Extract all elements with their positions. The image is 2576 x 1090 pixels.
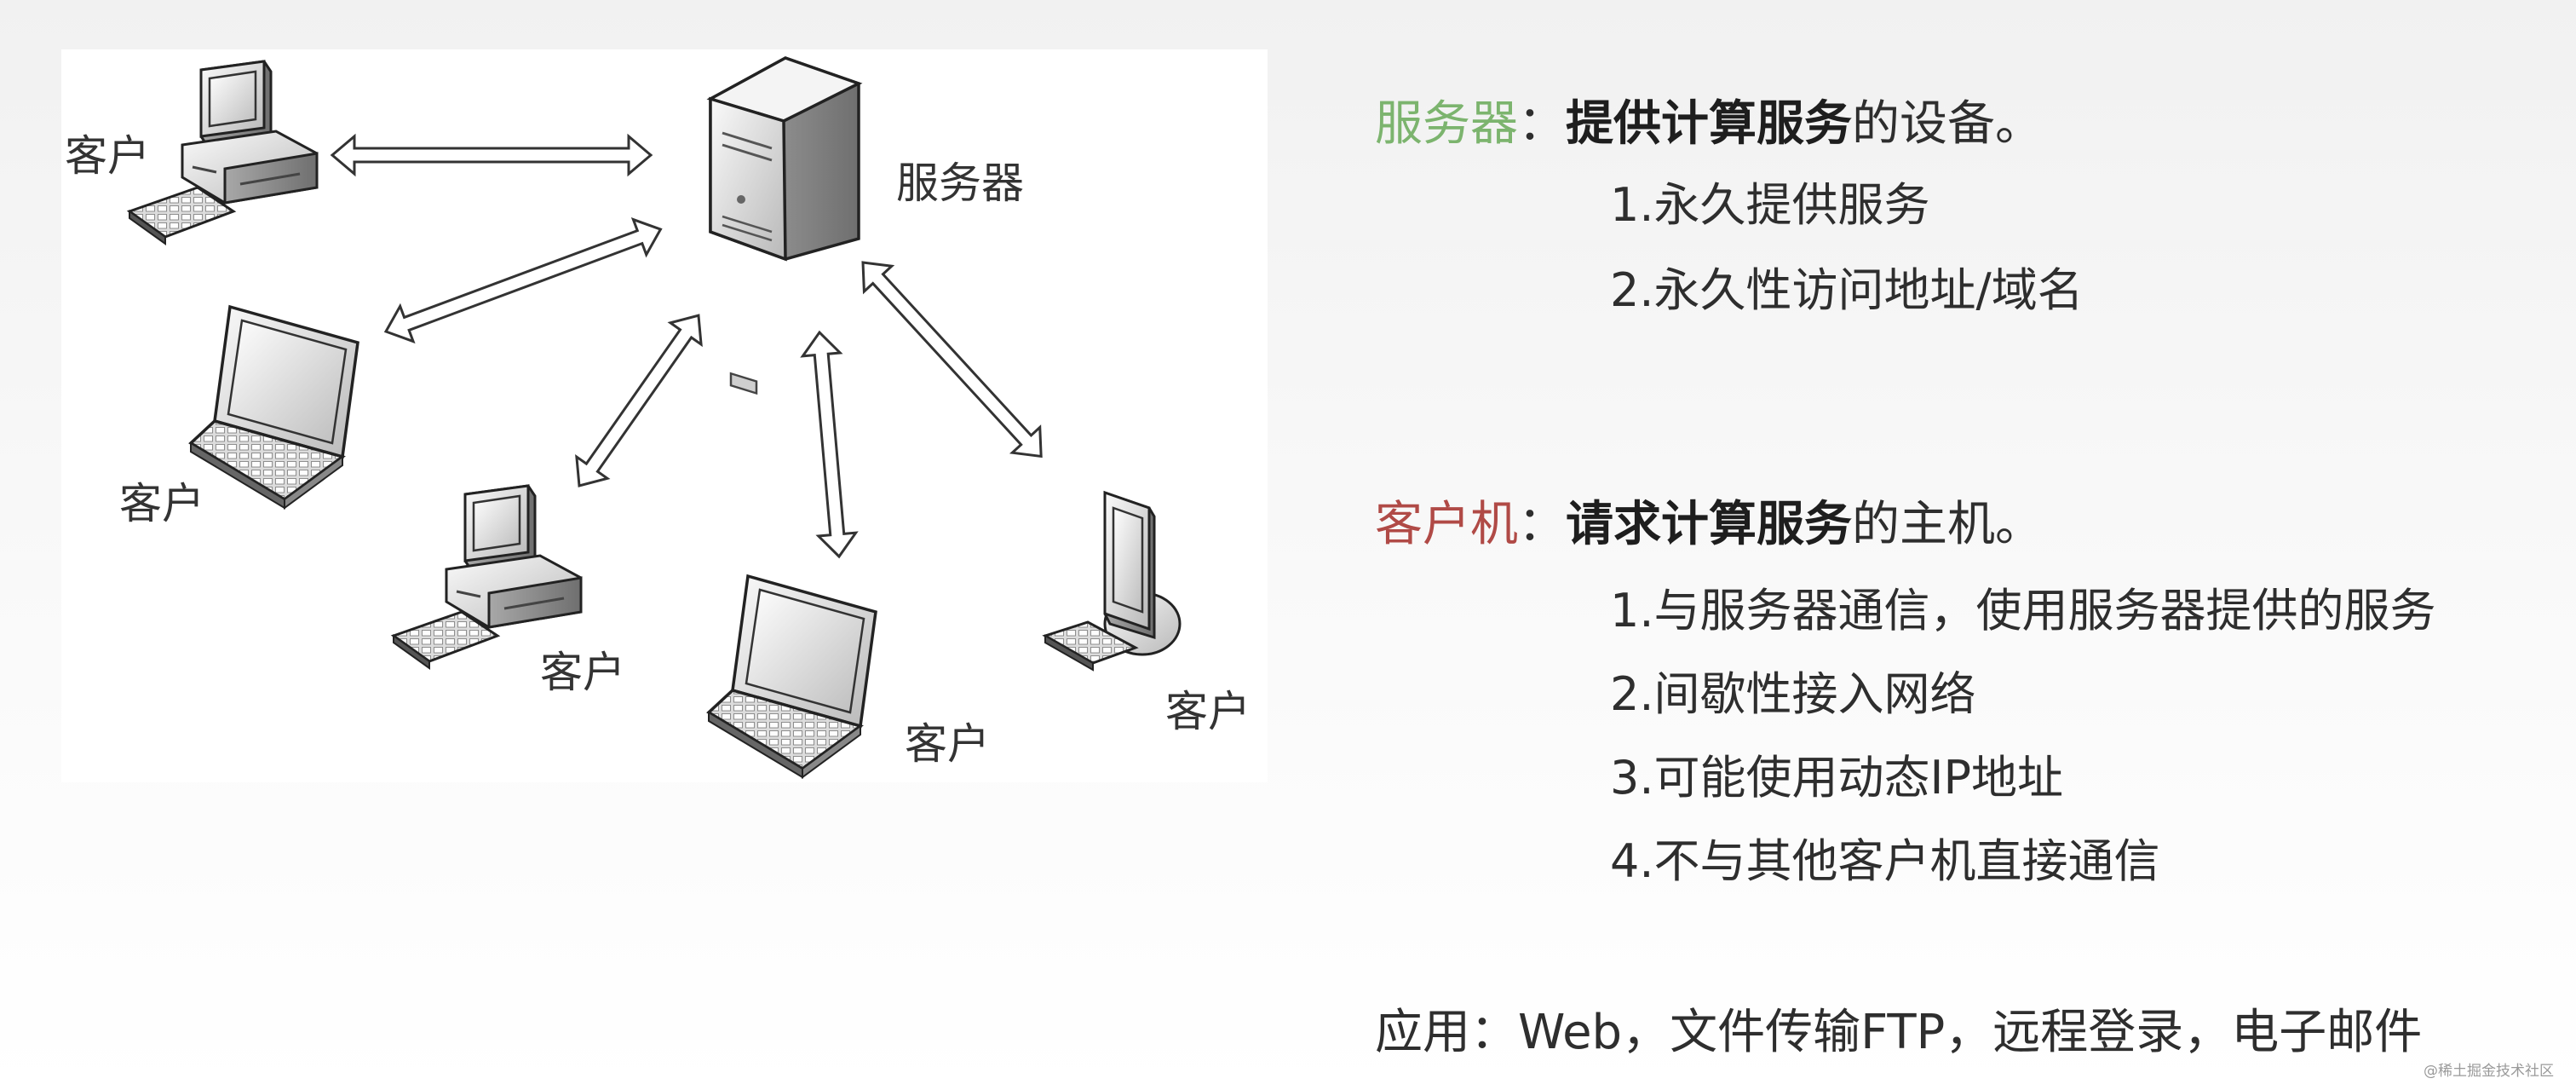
desktop-client-icon <box>392 484 583 670</box>
client-label: 客户 <box>1165 687 1251 736</box>
client-item-2: 2.间歇性接入网络 <box>1610 667 1976 721</box>
client-label: 客户 <box>905 719 990 769</box>
server-icon <box>706 56 863 395</box>
client-label: 客户 <box>540 648 625 697</box>
laptop-client-icon <box>707 574 877 779</box>
server-definition-bold: 提供计算服务 <box>1566 96 1852 152</box>
server-item-1: 1.永久提供服务 <box>1610 178 1930 232</box>
client-label: 客户 <box>65 131 150 181</box>
monitor-client-icon <box>1044 491 1182 672</box>
client-item-1: 1.与服务器通信，使用服务器提供的服务 <box>1610 584 2436 637</box>
arrow-client5-server <box>861 261 1043 458</box>
client-definition-bold: 请求计算服务 <box>1566 497 1852 552</box>
arrow-client4-server <box>800 330 859 559</box>
arrow-client2-server <box>383 217 663 344</box>
client-item-4: 4.不与其他客户机直接通信 <box>1610 834 2160 888</box>
watermark: @稀土掘金技术社区 <box>2424 1063 2554 1080</box>
colon: ： <box>1518 497 1566 552</box>
client-term: 客户机 <box>1375 497 1518 552</box>
applications-line: 应用：Web，文件传输FTP，远程登录，电子邮件 <box>1375 1005 2423 1060</box>
arrow-client3-server <box>575 314 703 487</box>
desktop-client-icon <box>128 60 319 245</box>
laptop-client-icon <box>189 305 359 510</box>
server-label: 服务器 <box>896 159 1024 208</box>
server-item-2: 2.永久性访问地址/域名 <box>1610 263 2084 317</box>
client-server-diagram: 服务器 客户 客户 客户 客户 客户 <box>61 49 1268 782</box>
server-definition-rest: 的设备。 <box>1852 96 2043 152</box>
server-term: 服务器 <box>1375 96 1518 152</box>
arrow-client1-server <box>330 133 653 177</box>
client-definition: 客户机：请求计算服务的主机。 <box>1375 501 2043 549</box>
client-definition-rest: 的主机。 <box>1852 497 2043 552</box>
server-definition: 服务器：提供计算服务的设备。 <box>1375 101 2043 148</box>
colon: ： <box>1518 96 1566 152</box>
client-item-3: 3.可能使用动态IP地址 <box>1610 751 2064 805</box>
client-label: 客户 <box>119 479 204 528</box>
